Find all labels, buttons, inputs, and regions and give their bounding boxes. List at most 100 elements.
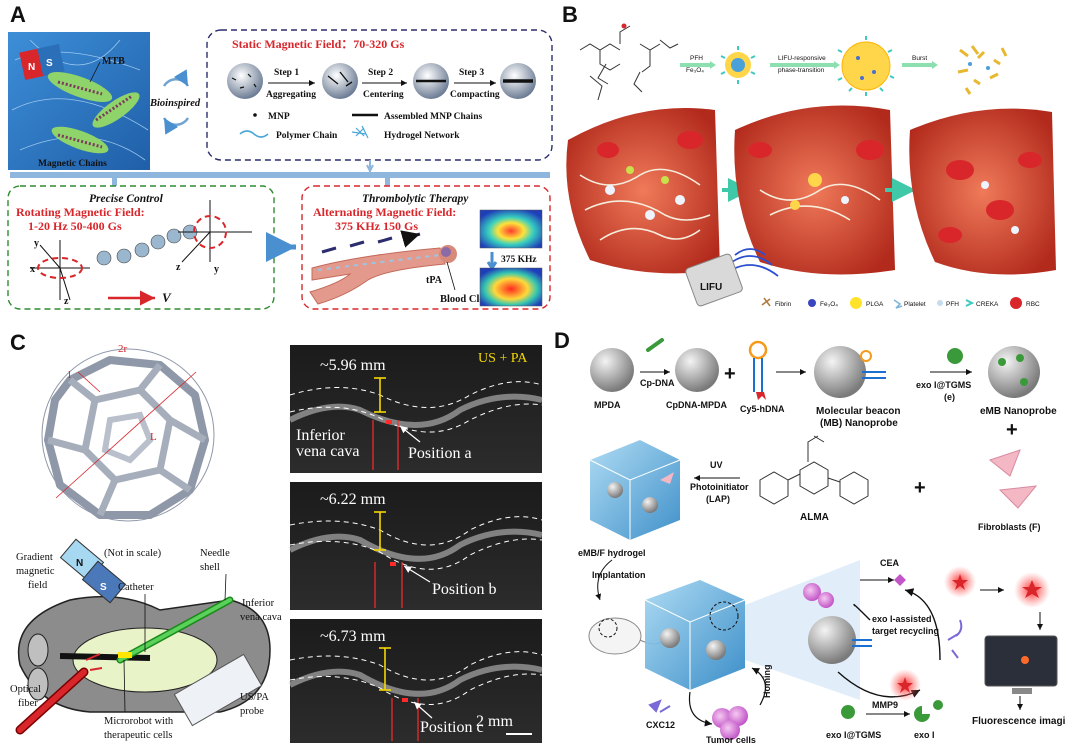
step-2-label: Step 2	[368, 68, 393, 78]
precise-control-box: Precise Control Rotating Magnetic Field:…	[7, 185, 275, 310]
cea-label: CEA	[880, 558, 900, 568]
dim-l: l	[68, 369, 71, 381]
svg-text:N: N	[28, 62, 35, 73]
freq-label: 375 KHz	[501, 255, 537, 265]
tumor-cells-icon	[712, 706, 748, 740]
needle-label-1: Needle	[200, 548, 230, 559]
optical-label-1: Optical	[10, 684, 41, 695]
step-3-label: Step 3	[459, 68, 484, 78]
legend-plga: PLGA	[866, 301, 884, 308]
emb-nanoprobe-sphere	[988, 346, 1040, 398]
axis-x: x	[30, 264, 35, 275]
cy5-label: Cy5-hDNA	[740, 404, 785, 414]
gradient-magnet-icon: N S	[59, 538, 127, 604]
scale-bar-label: 2 mm	[476, 713, 513, 730]
recycling-label-1: exo I-assisted	[872, 614, 932, 624]
magnet-icon: N S	[19, 44, 65, 80]
lifu-label: LIFU	[700, 282, 722, 293]
probe-label-2: probe	[240, 706, 264, 717]
vessel-stage-2	[721, 105, 895, 277]
us-pa-label: US + PA	[478, 351, 528, 366]
nanoparticle-icon	[720, 46, 756, 84]
panel-c-letter: C	[10, 330, 26, 355]
bioinspired-label: Bioinspired	[149, 98, 201, 109]
photo-label-2: (LAP)	[706, 494, 730, 504]
needle-label-2: shell	[200, 562, 220, 573]
not-in-scale-label: (Not in scale)	[104, 548, 162, 559]
plus-sign: +	[724, 363, 736, 385]
exo-label-1: exo I@TGMS	[916, 380, 971, 390]
microrobot-label-1: Microrobot with	[104, 716, 174, 727]
measure-a: ~5.96 mm	[320, 357, 386, 374]
axis-y2: y	[214, 264, 219, 275]
axis-z2: z	[176, 262, 181, 273]
axis-z: z	[64, 296, 69, 307]
inferior-label-2: vena cava	[240, 612, 282, 623]
legend-polymer: Polymer Chain	[276, 131, 338, 141]
recycling-label-2: target recycling	[872, 626, 939, 636]
bioinspired-cycle: Bioinspired	[149, 69, 201, 135]
mb-label-1: Molecular beacon	[816, 406, 900, 417]
magnet-s: S	[100, 582, 107, 593]
implantation-label: Implantation	[592, 570, 646, 580]
legend-platelet: Platelet	[904, 301, 926, 308]
magnetic-chains-label: Magnetic Chains	[38, 159, 107, 169]
fe3o4-label: Fe₃O₄	[686, 67, 704, 74]
static-field-title: Static Magnetic Field：70-320 Gs	[232, 37, 405, 51]
precise-title: Precise Control	[89, 193, 164, 205]
cp-dna-label: Cp-DNA	[640, 378, 675, 388]
gradient-label-2: magnetic	[16, 566, 55, 577]
magnet-n: N	[76, 558, 83, 569]
cxc12-label: CXC12	[646, 720, 675, 730]
dim-2r: 2r	[118, 343, 128, 355]
bacteria-icon	[47, 72, 140, 154]
measure-c: ~6.73 mm	[320, 628, 386, 645]
measure-b: ~6.22 mm	[320, 491, 386, 508]
panel-d: D MPDA Cp-DNA CpDNA-MPDA + Cy5-hDNA Mole…	[554, 328, 1065, 745]
cpdna-mpda-label: CpDNA-MPDA	[666, 400, 727, 410]
panel-b-legend: Fibrin Fe₃O₄ PLGA Platelet PFH CREKA RBC	[761, 297, 1040, 309]
dim-L: L	[150, 431, 157, 443]
mtb-label: MTB	[102, 56, 125, 67]
legend-fibrin: Fibrin	[775, 301, 792, 308]
legend-mnp: MNP	[268, 112, 290, 122]
vessel-stage-1	[566, 108, 720, 274]
position-a-label: Position a	[408, 445, 472, 462]
emb-label: eMB Nanoprobe	[980, 406, 1057, 417]
lifu-device-icon: LIFU	[685, 253, 743, 307]
svg-text:S: S	[46, 58, 53, 69]
monitor-icon	[984, 635, 1058, 710]
panel-d-letter: D	[554, 328, 570, 353]
exo-bottom-label: exo I@TGMS	[826, 730, 881, 740]
microrobot-label-2: therapeutic cells	[104, 730, 173, 741]
legend-rbc: RBC	[1026, 301, 1040, 308]
mmp9-label: MMP9	[872, 700, 898, 710]
alma-structure	[759, 435, 869, 505]
hydrogel-cube-top	[589, 440, 681, 540]
legend-assembled: Assembled MNP Chains	[384, 112, 482, 122]
panel-a: A N S MTB Magnetic Chains	[7, 2, 553, 310]
mpda-label: MPDA	[594, 400, 621, 410]
blood-clot-label: Blood Clot	[440, 294, 489, 305]
robot-chain	[96, 224, 198, 266]
hairpin-dna-icon	[748, 340, 768, 400]
step-3-name: Compacting	[450, 90, 500, 100]
inferior-label-1: Inferior	[242, 598, 275, 609]
axis-y: y	[34, 238, 39, 249]
gradient-label-3: field	[28, 580, 48, 591]
plus-sign-2: +	[1006, 419, 1018, 441]
fluorescence-label: Fluorescence imaging	[972, 716, 1065, 727]
hydrogel-label: eMB/F hydrogel	[578, 548, 646, 558]
uv-label: UV	[710, 460, 723, 470]
legend-creka: CREKA	[976, 301, 999, 308]
gradient-label-1: Gradient	[16, 552, 53, 563]
burst-label: Burst	[912, 55, 927, 62]
thrombo-sub1: Alternating Magnetic Field:	[313, 205, 456, 219]
exo-bottom-sphere	[841, 705, 855, 719]
ivc-label-2: vena cava	[296, 443, 360, 460]
pfh-label: PFH	[690, 55, 703, 62]
legend-hydrogel: Hydrogel Network	[384, 131, 460, 141]
step-1-name: Aggregating	[266, 90, 316, 100]
phase-transition-label: phase-transition	[778, 67, 825, 74]
